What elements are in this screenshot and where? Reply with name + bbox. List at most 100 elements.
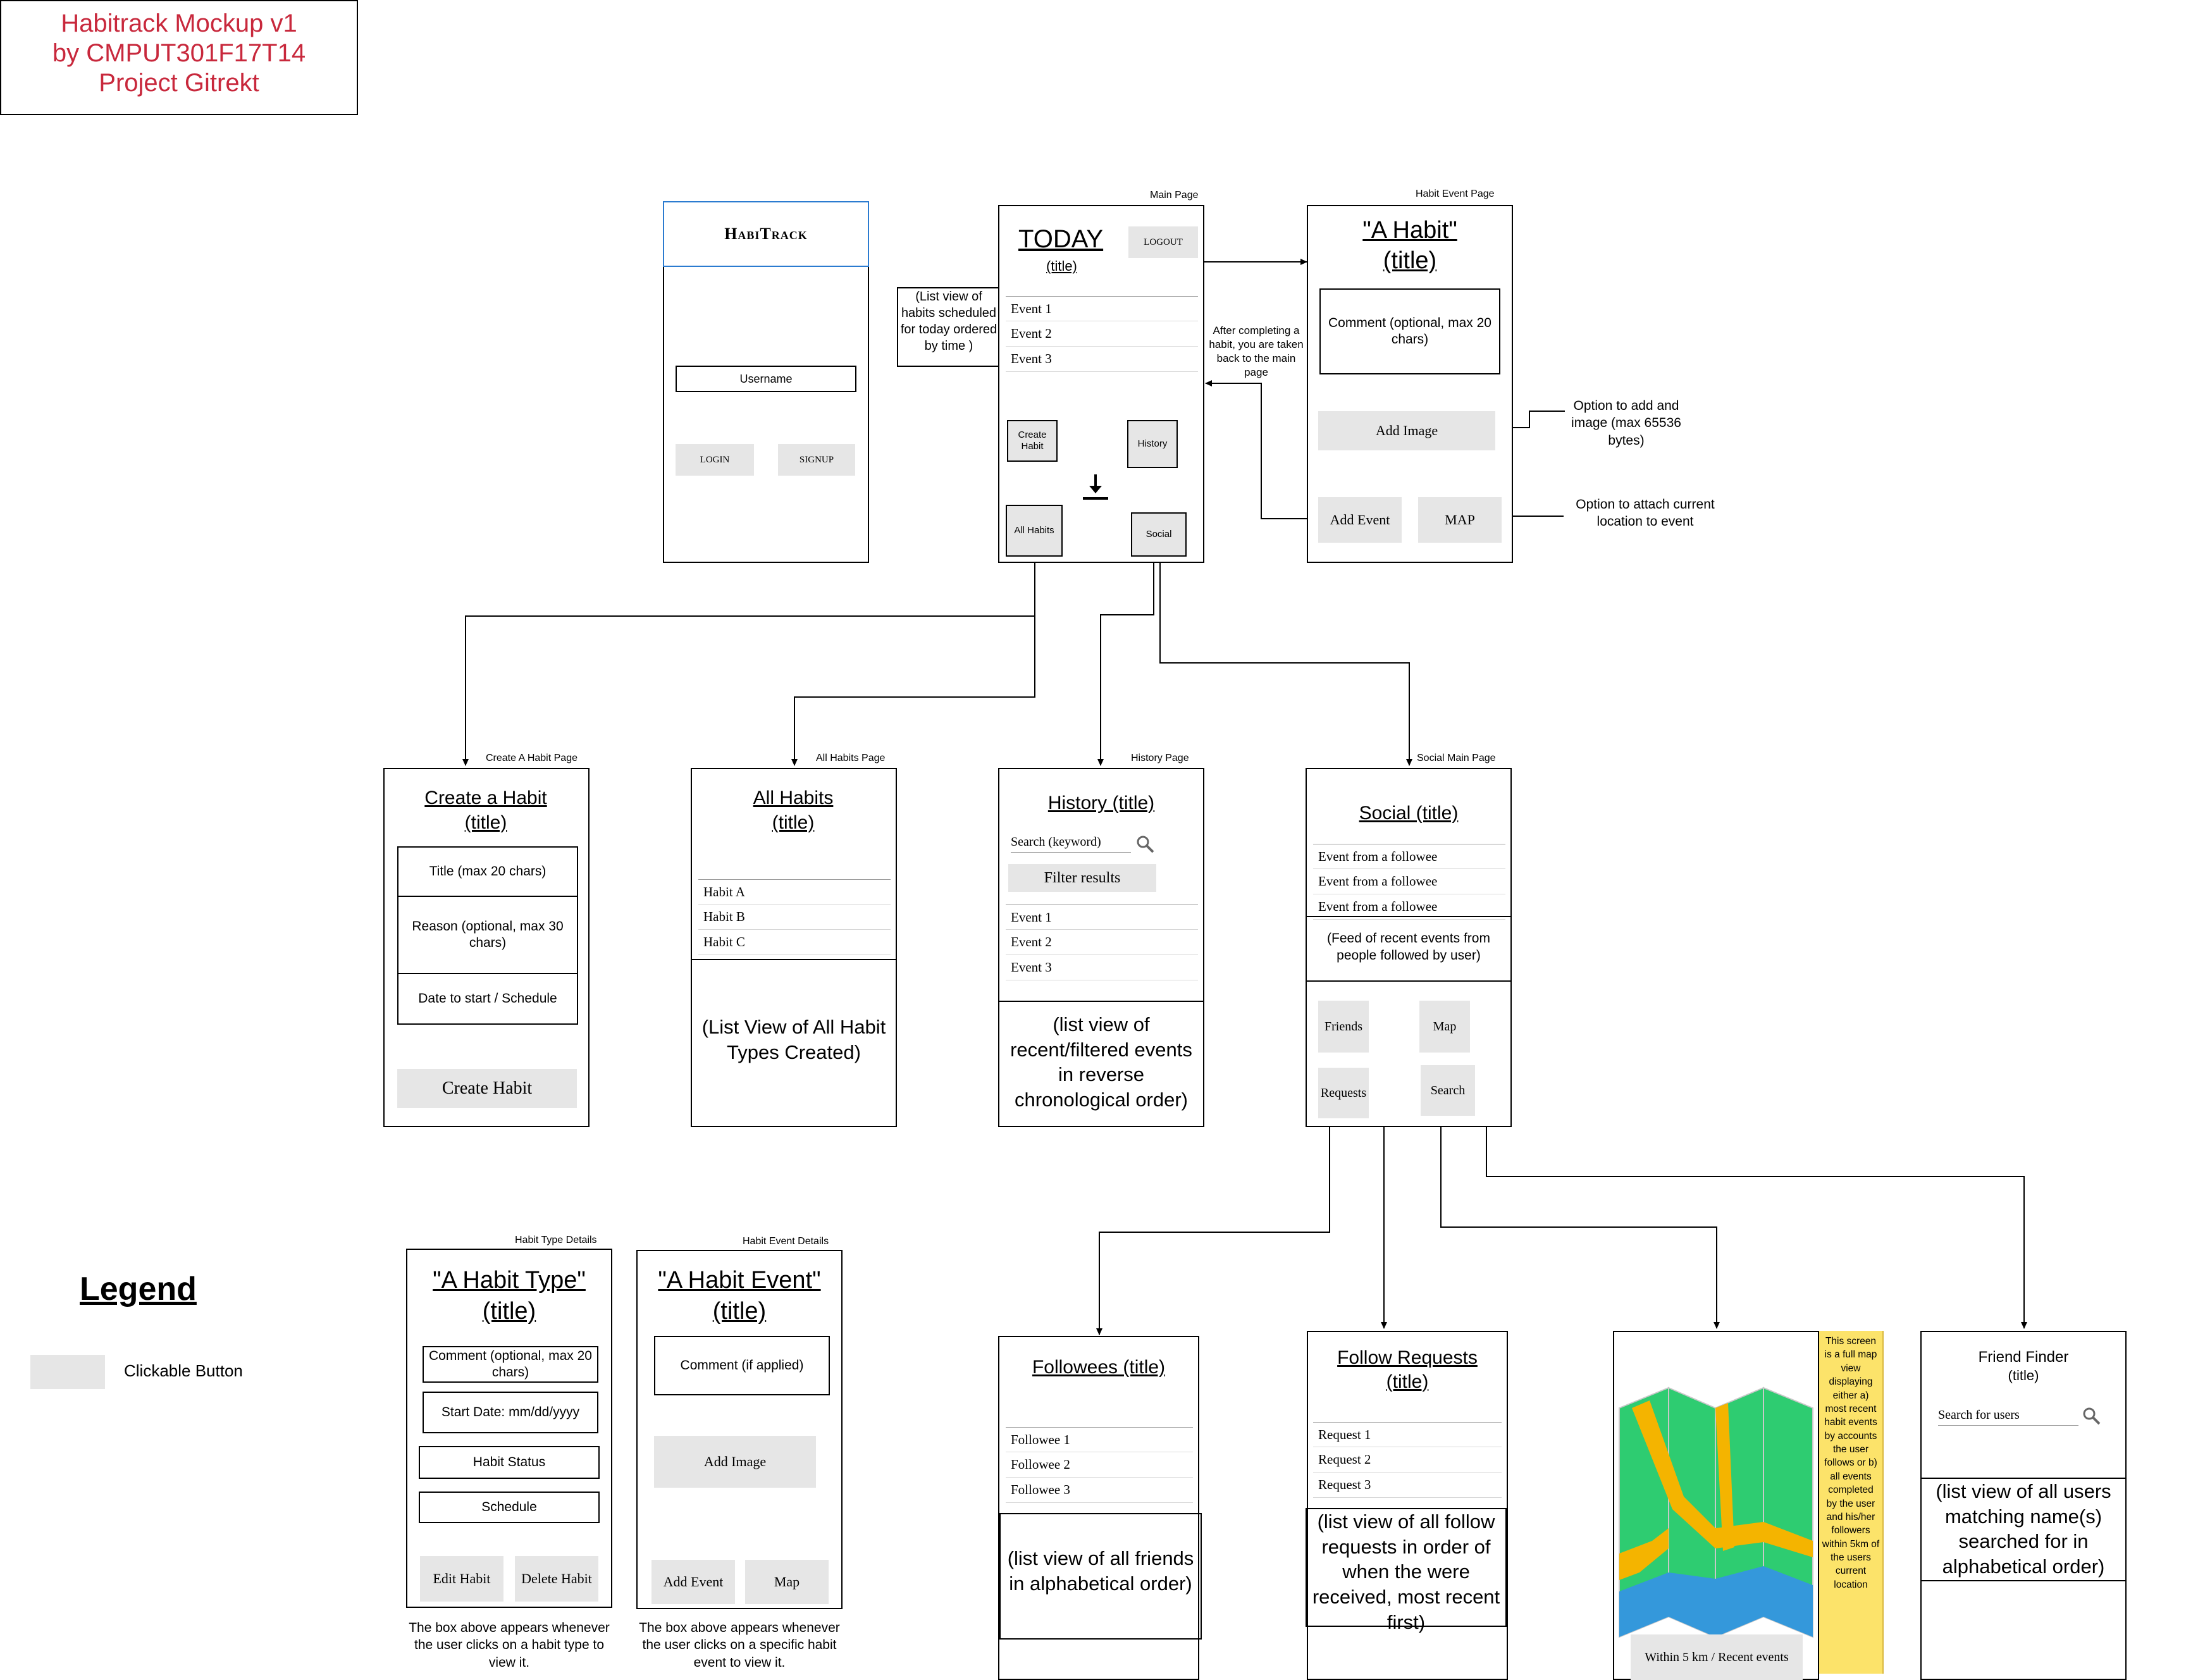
list-item[interactable]: Habit C	[698, 930, 891, 955]
social-screen: Social (title) Event from a followee Eve…	[1306, 768, 1512, 1127]
request-list: Request 1 Request 2 Request 3	[1313, 1422, 1502, 1498]
event-comment-field[interactable]: Comment (if applied)	[654, 1336, 830, 1395]
folded-map-icon	[1614, 1383, 1818, 1661]
event-add-image-button[interactable]: Add Image	[654, 1436, 816, 1488]
social-button[interactable]: Social	[1131, 512, 1187, 557]
login-screen: HabiTrack Username LOGIN SIGNUP	[663, 201, 869, 563]
follow-requests-note-box	[1306, 1508, 1507, 1627]
event-add-event-button[interactable]: Add Event	[651, 1560, 735, 1604]
followees-note-box	[999, 1513, 1202, 1640]
list-item[interactable]: Event 3	[1006, 955, 1198, 980]
followee-list: Followee 1 Followee 2 Followee 3	[1006, 1427, 1193, 1503]
all-habits-heading: All Habits (title)	[753, 788, 834, 833]
list-item[interactable]: Request 3	[1313, 1473, 1502, 1498]
main-subtitle: (title)	[1046, 258, 1077, 274]
arrow-to-all-habits	[791, 554, 1035, 766]
friend-finder-note: (list view of all users matching name(s)…	[1936, 1480, 2111, 1578]
list-item[interactable]: Event 1	[1006, 296, 1198, 321]
habit-type-heading: "A Habit Type" (title)	[433, 1267, 586, 1325]
edit-habit-button[interactable]: Edit Habit	[420, 1556, 503, 1602]
habit-list: Habit A Habit B Habit C	[698, 879, 891, 955]
title-field[interactable]: Title (max 20 chars)	[397, 846, 578, 897]
all-habits-button[interactable]: All Habits	[1006, 505, 1063, 557]
login-button[interactable]: LOGIN	[676, 444, 754, 476]
requests-button[interactable]: Requests	[1318, 1068, 1369, 1118]
social-page-label: Social Main Page	[1417, 753, 1496, 763]
arrow-image-note	[1496, 411, 1565, 431]
history-button[interactable]: History	[1127, 420, 1178, 468]
list-item[interactable]: Event 3	[1006, 347, 1198, 372]
search-icon[interactable]	[1136, 835, 1155, 854]
habit-event-subtitle: (title)	[1383, 247, 1437, 274]
habit-type-comment-field[interactable]: Comment (optional, max 20 chars)	[423, 1346, 598, 1383]
all-habits-page-label: All Habits Page	[816, 753, 886, 763]
image-option-note: Option to add and image (max 65536 bytes…	[1571, 398, 1681, 448]
habit-event-details-note: The box above appears whenever the user …	[639, 1621, 840, 1670]
divider	[692, 959, 896, 960]
social-map-button[interactable]: Map	[1419, 1001, 1470, 1053]
map-button[interactable]: MAP	[1418, 497, 1502, 543]
history-search-input[interactable]: Search (keyword)	[1011, 835, 1131, 853]
map-sticky-note: This screen is a full map view displayin…	[1819, 1331, 1884, 1674]
friend-finder-subtitle: (title)	[2008, 1368, 2039, 1383]
mockup-title-box: Habitrack Mockup v1 by CMPUT301F17T14 Pr…	[0, 0, 358, 115]
list-item[interactable]: Request 1	[1313, 1422, 1502, 1447]
list-item[interactable]: Habit A	[698, 879, 891, 905]
habit-type-details-screen: "A Habit Type" (title) Comment (optional…	[406, 1249, 612, 1608]
habit-event-details-heading: "A Habit Event" (title)	[658, 1267, 821, 1325]
habit-event-details-screen: "A Habit Event" (title) Comment (if appl…	[636, 1250, 843, 1609]
username-field[interactable]: Username	[676, 366, 856, 392]
history-page-label: History Page	[1131, 753, 1189, 763]
friend-finder-screen: Friend Finder (title) Search for users (…	[1920, 1331, 2127, 1680]
all-habits-screen: All Habits (title) Habit A Habit B Habit…	[691, 768, 897, 1127]
delete-habit-button[interactable]: Delete Habit	[515, 1556, 598, 1602]
divider	[999, 1001, 1203, 1002]
list-item[interactable]: Followee 1	[1006, 1427, 1193, 1452]
divider	[1307, 980, 1510, 982]
comment-field[interactable]: Comment (optional, max 20 chars)	[1319, 288, 1500, 374]
create-habit-page-label: Create A Habit Page	[486, 753, 577, 763]
list-item[interactable]: Followee 2	[1006, 1452, 1193, 1478]
filter-results-button[interactable]: Filter results	[1008, 864, 1156, 892]
list-item[interactable]: Habit B	[698, 905, 891, 930]
create-habit-button[interactable]: Create Habit	[1007, 420, 1058, 462]
arrow-to-friend-finder	[1486, 1127, 2027, 1329]
list-item[interactable]: Event from a followee	[1313, 869, 1505, 894]
user-search-input[interactable]: Search for users	[1938, 1408, 2078, 1426]
add-image-button[interactable]: Add Image	[1318, 411, 1495, 450]
main-list-note: (List view of habits scheduled for today…	[900, 290, 997, 353]
divider	[1307, 916, 1510, 917]
social-search-button[interactable]: Search	[1421, 1065, 1475, 1116]
list-item[interactable]: Event 2	[1006, 321, 1198, 347]
arrow-habit-event-to-main	[1205, 380, 1323, 519]
logout-button[interactable]: LOGOUT	[1128, 226, 1198, 258]
friend-finder-heading: Friend Finder	[1978, 1349, 2069, 1366]
location-option-note: Option to attach current location to eve…	[1576, 497, 1715, 529]
event-map-button[interactable]: Map	[745, 1560, 829, 1604]
divider	[1922, 1478, 2125, 1479]
follow-requests-screen: Follow Requests (title) Request 1 Reques…	[1306, 1331, 1508, 1680]
list-item[interactable]: Request 2	[1313, 1447, 1502, 1473]
list-item[interactable]: Event from a followee	[1313, 844, 1505, 869]
friends-button[interactable]: Friends	[1318, 1001, 1369, 1053]
schedule-field[interactable]: Schedule	[419, 1492, 600, 1523]
social-feed-note: (Feed of recent events from people follo…	[1327, 931, 1490, 963]
legend-swatch	[30, 1355, 105, 1389]
list-item[interactable]: Event 2	[1006, 930, 1198, 955]
signup-button[interactable]: SIGNUP	[778, 444, 855, 476]
arrow-to-map	[1440, 1127, 1720, 1329]
search-icon[interactable]	[2082, 1407, 2101, 1426]
habit-event-screen: "A Habit" (title) Comment (optional, max…	[1307, 205, 1513, 563]
list-item[interactable]: Event from a followee	[1313, 894, 1505, 920]
add-event-button[interactable]: Add Event	[1318, 497, 1402, 543]
create-habit-screen: Create a Habit (title) Title (max 20 cha…	[383, 768, 590, 1127]
create-habit-submit-button[interactable]: Create Habit	[397, 1069, 577, 1108]
reason-field[interactable]: Reason (optional, max 30 chars)	[397, 896, 578, 974]
start-date-field[interactable]: Start Date: mm/dd/yyyy	[423, 1392, 598, 1433]
list-item[interactable]: Event 1	[1006, 905, 1198, 930]
habit-status-field[interactable]: Habit Status	[419, 1446, 600, 1479]
within-5km-button[interactable]: Within 5 km / Recent events	[1631, 1634, 1803, 1680]
date-schedule-field[interactable]: Date to start / Schedule	[397, 973, 578, 1025]
list-item[interactable]: Followee 3	[1006, 1478, 1193, 1503]
main-page-screen: TODAY (title) LOGOUT Event 1 Event 2 Eve…	[998, 205, 1204, 563]
